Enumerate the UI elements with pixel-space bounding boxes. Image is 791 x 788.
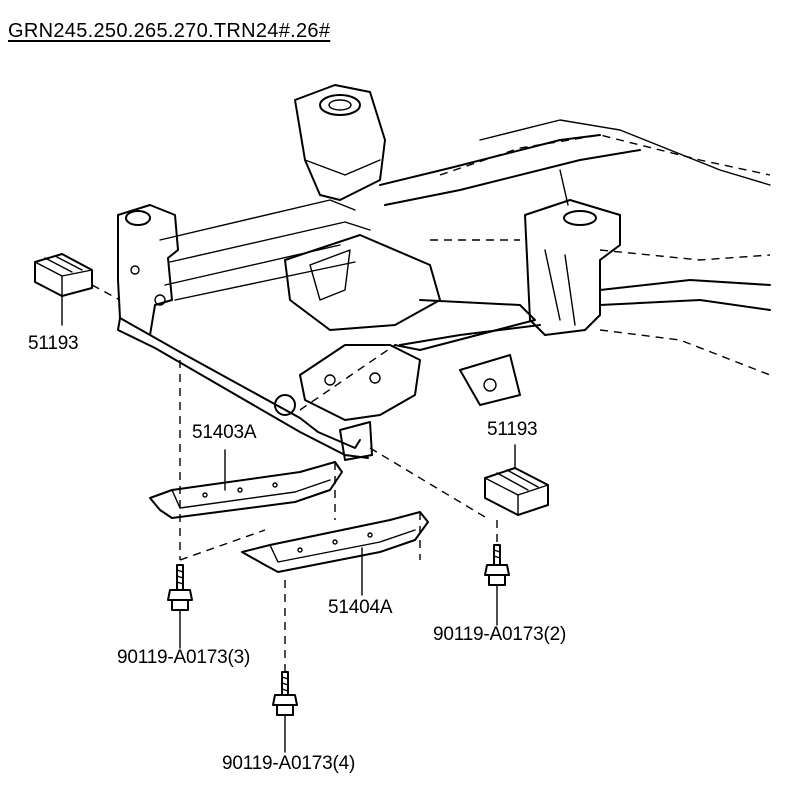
bolt-bottom-drawing [272,671,298,753]
label-bolt-left: 90119-A0173(3) [117,647,251,668]
label-cushion-right: 51193 [487,419,538,440]
bolt-right-drawing [484,520,510,626]
frame-right-rail [379,134,771,351]
label-brace-rear: 51404A [328,597,393,618]
label-brace-front: 51403A [192,422,257,443]
label-cushion-left: 51193 [28,333,79,354]
label-bolt-bottom: 90119-A0173(4) [222,753,356,774]
frame-left-rail [117,199,371,459]
body-outline-dashed [430,119,771,376]
label-bolt-right: 90119-A0173(2) [433,624,567,645]
alignment-lines [179,344,421,680]
brace-rear-drawing [241,511,429,596]
frame-crossmember [274,84,521,461]
bolt-left-drawing [167,564,193,649]
diagram-title: GRN245.250.265.270.TRN24#.26# [8,20,331,42]
cushion-left-drawing [34,253,121,326]
brace-front-drawing [149,449,343,519]
cushion-right-drawing [369,444,549,521]
